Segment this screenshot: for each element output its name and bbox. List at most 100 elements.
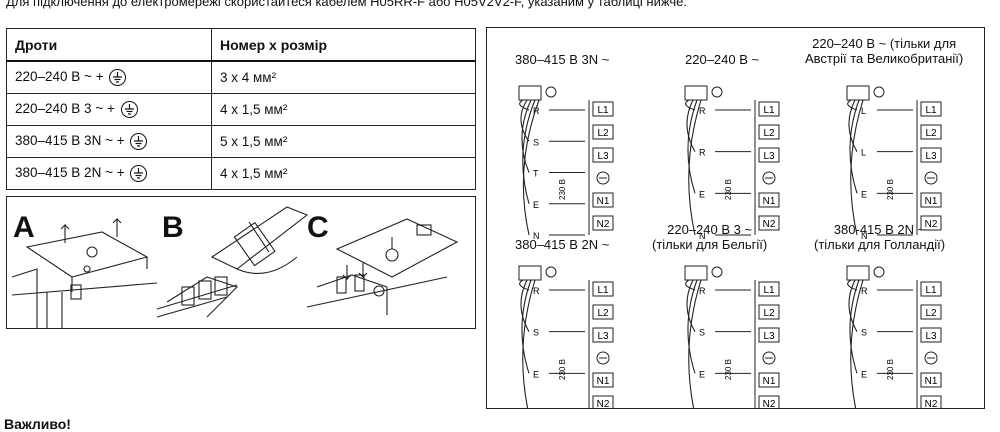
wire-label: R: [699, 148, 706, 158]
terminal-label: L1: [763, 285, 775, 296]
voltage-label: 230 В: [724, 359, 733, 380]
terminal-block: [846, 85, 870, 101]
cable-wire: [848, 279, 858, 332]
cable-wire: [520, 279, 530, 332]
step-b-label: B: [162, 211, 184, 244]
ground-icon: [762, 171, 776, 185]
cable-wire: [847, 279, 858, 291]
cable-wire: [685, 279, 696, 291]
terminal-label: L2: [763, 128, 775, 139]
wire-label: T: [533, 169, 539, 179]
terminal-label: L1: [597, 105, 609, 116]
ground-icon: [596, 351, 610, 365]
cable-wire: [522, 279, 536, 408]
wires-label: 380–415 В 2N ~ +: [15, 165, 125, 181]
terminal-box: [758, 395, 780, 408]
terminal-box: [920, 395, 942, 408]
size-cell: 5 х 1,5 мм²: [211, 125, 476, 158]
table-row: 380–415 В 3N ~ + 5 х 1,5 мм²: [6, 125, 476, 158]
cable-wire: [520, 99, 530, 142]
cable-wire: [688, 279, 702, 408]
wire-label: E: [533, 200, 539, 210]
step-c-label: C: [307, 211, 329, 244]
cable-wire: [848, 99, 858, 152]
terminal-label: L2: [925, 128, 937, 139]
cable-wire: [519, 279, 530, 291]
wires-label: 380–415 В 3N ~ +: [15, 133, 125, 149]
wires-label: 220–240 В 3 ~ +: [15, 101, 115, 117]
terminal-box: [920, 327, 942, 343]
terminal-box: [592, 304, 614, 320]
diagram-title: 380–415 В 3N ~: [515, 52, 610, 67]
cable-wire: [522, 99, 536, 204]
table-cell: 380–415 В 3N ~ +: [6, 125, 212, 158]
wire-label: R: [699, 286, 706, 296]
terminal-block: [684, 265, 708, 281]
terminal-label: N2: [763, 219, 776, 230]
terminal-label: L2: [763, 308, 775, 319]
installation-illustration: A B C: [6, 196, 476, 329]
table-cell: 380–415 В 2N ~ +: [6, 157, 212, 190]
wiring-diagrams-panel: 380–415 В 3N ~ 220–240 В ~ 220–240 В ~ (…: [486, 27, 985, 409]
step-a-label: A: [13, 211, 35, 244]
wire-label: R: [861, 286, 868, 296]
terminal-box: [592, 124, 614, 140]
table-cell: 220–240 В 3 ~ +: [6, 93, 212, 126]
wire-label: E: [861, 189, 867, 199]
cable-wire: [522, 99, 540, 236]
wire-label: S: [533, 137, 539, 147]
terminal-label: L3: [925, 151, 937, 162]
table-cell: 220–240 В ~ +: [6, 60, 212, 94]
terminal-box: [592, 192, 614, 208]
terminal-label: L1: [763, 105, 775, 116]
terminal-label: N1: [763, 196, 776, 207]
terminal-label: L3: [597, 331, 609, 342]
terminal-label: N2: [597, 219, 610, 230]
terminal-label: L3: [763, 331, 775, 342]
diagram-title: 220–240 В ~: [685, 52, 760, 67]
terminal-box: [592, 215, 614, 231]
wire-size-table: Дроти Номер х розмір 220–240 В ~ + 3 х 4…: [6, 28, 476, 190]
diagram-title: 220–240 В ~ (тільки для Австрії та Велик…: [805, 36, 964, 66]
terminal-box: [758, 215, 780, 231]
intro-text: Для підключення до електромережі скорист…: [6, 0, 688, 9]
terminal-box: [758, 124, 780, 140]
terminal-label: L1: [925, 105, 937, 116]
wire-label: R: [533, 106, 540, 116]
terminal-label: N1: [925, 376, 938, 387]
cable-wire: [847, 99, 858, 111]
wire-label: N: [861, 231, 868, 241]
column-header-size: Номер х розмір: [211, 28, 476, 62]
wire-label: S: [861, 328, 867, 338]
screw-icon: [545, 266, 557, 278]
wire-label: E: [699, 189, 705, 199]
ground-icon: [130, 165, 148, 182]
installation-drawing: [11, 206, 459, 328]
terminal-label: L3: [763, 151, 775, 162]
wire-label: S: [699, 328, 705, 338]
terminal-box: [592, 147, 614, 163]
wires-label: 220–240 В ~ +: [15, 69, 104, 85]
terminal-label: L1: [597, 285, 609, 296]
terminal-block: [846, 265, 870, 281]
wire-label: N: [533, 231, 540, 241]
terminal-box: [592, 281, 614, 297]
terminal-block: [684, 85, 708, 101]
terminal-label: N1: [763, 376, 776, 387]
wire-label: E: [861, 369, 867, 379]
voltage-label: 230 В: [886, 359, 895, 380]
terminal-box: [758, 101, 780, 117]
voltage-label: 230 В: [558, 359, 567, 380]
terminal-box: [592, 327, 614, 343]
terminal-label: L3: [597, 151, 609, 162]
cable-wire: [849, 99, 860, 194]
wire-label: N: [699, 231, 706, 241]
ground-icon: [130, 133, 148, 150]
terminal-label: N1: [597, 376, 610, 387]
cable-wire: [850, 99, 864, 236]
cable-wire: [686, 279, 696, 332]
terminal-label: N1: [925, 196, 938, 207]
wire-label: R: [533, 286, 540, 296]
terminal-label: L2: [925, 308, 937, 319]
cable-wire: [849, 279, 860, 374]
